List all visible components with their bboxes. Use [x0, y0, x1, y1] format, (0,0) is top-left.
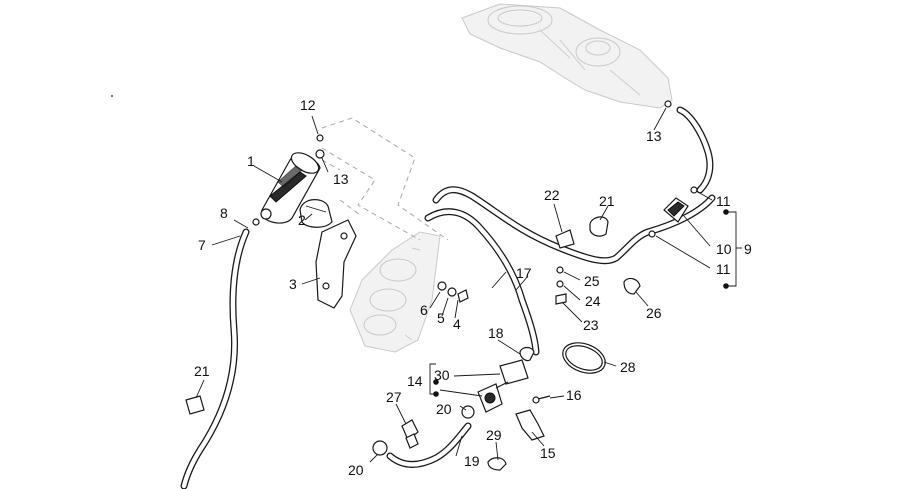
- stray-mark: [111, 95, 113, 97]
- callout-19: 19: [464, 453, 480, 469]
- hose-main: [432, 186, 716, 265]
- canister: [252, 152, 321, 226]
- callout-14: 14: [407, 373, 423, 389]
- callout-8: 8: [220, 205, 228, 221]
- clip-21-left: [185, 395, 205, 415]
- cap-20-upper: [461, 405, 475, 419]
- callout-2: 2: [298, 212, 306, 228]
- ghost-frame-panel: [349, 231, 441, 353]
- clip-18: [519, 346, 535, 362]
- group-bracket-14: [429, 363, 439, 397]
- callout-13-left: 13: [333, 171, 349, 187]
- callout-labels: 1 2 3 4 5 6 7 8 9 10 11 11 12 13 13 14 1…: [194, 97, 752, 478]
- callout-26: 26: [646, 305, 662, 321]
- clip-29: [487, 457, 507, 471]
- valve-10: [663, 197, 689, 223]
- callout-7: 7: [198, 237, 206, 253]
- clip-26: [623, 277, 641, 295]
- clip-21-top: [589, 216, 609, 237]
- connector-27: [401, 419, 419, 449]
- hose-tank: [676, 106, 714, 194]
- callout-6: 6: [420, 302, 428, 318]
- leader-lines: [195, 107, 713, 463]
- hose-17: [424, 208, 540, 356]
- callout-18: 18: [488, 325, 504, 341]
- hose-19: [386, 422, 472, 468]
- callout-10: 10: [716, 241, 732, 257]
- callout-24: 24: [585, 293, 601, 309]
- callout-20-upper: 20: [436, 401, 452, 417]
- callout-22: 22: [544, 187, 560, 203]
- callout-16: 16: [566, 387, 582, 403]
- callout-29: 29: [486, 427, 502, 443]
- ghost-fuel-tank: [461, 3, 673, 109]
- callout-13-right: 13: [646, 128, 662, 144]
- hose-7: [180, 228, 250, 489]
- callout-5: 5: [437, 310, 445, 326]
- bracket-15: [515, 409, 545, 441]
- small-hardware: [315, 100, 698, 305]
- bolt-16: [532, 395, 551, 404]
- callout-30: 30: [434, 367, 450, 383]
- callout-1: 1: [247, 153, 255, 169]
- callout-4: 4: [453, 316, 461, 332]
- callout-11-upper: 11: [716, 193, 731, 209]
- group-bracket-9: [723, 209, 742, 289]
- callout-21-top: 21: [599, 193, 615, 209]
- dashed-guide-lines: [321, 117, 449, 241]
- valve-assembly-14: [477, 359, 529, 413]
- callout-27: 27: [386, 389, 402, 405]
- callout-12: 12: [300, 97, 316, 113]
- cap-20-lower: [372, 440, 388, 456]
- clip-22: [555, 229, 575, 249]
- callout-23: 23: [583, 317, 599, 333]
- callout-11-lower: 11: [716, 261, 731, 277]
- callout-15: 15: [540, 445, 556, 461]
- bracket-3: [315, 219, 357, 309]
- callout-9: 9: [744, 241, 752, 257]
- callout-28: 28: [620, 359, 636, 375]
- callout-25: 25: [584, 273, 600, 289]
- callout-17: 17: [516, 265, 532, 281]
- callout-3: 3: [289, 276, 297, 292]
- callout-21-left: 21: [194, 363, 210, 379]
- ring-28: [562, 342, 606, 374]
- callout-20-lower: 20: [348, 462, 364, 478]
- clamp-2: [299, 199, 333, 228]
